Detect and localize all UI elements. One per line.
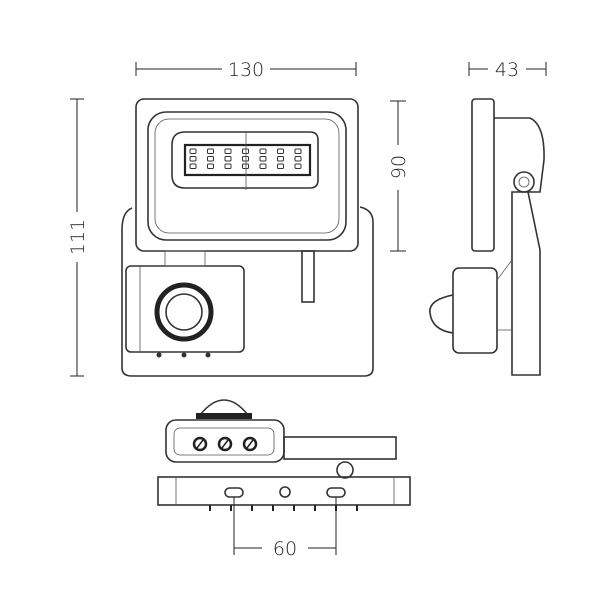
lamp-housing xyxy=(135,98,359,252)
mount-slot-left xyxy=(224,487,244,498)
side-bracket xyxy=(494,117,545,376)
led-chip xyxy=(259,148,267,154)
side-pir-dome xyxy=(429,294,454,334)
cable-gland xyxy=(336,461,354,479)
led-chip xyxy=(259,163,267,169)
led-chip xyxy=(224,163,232,169)
led-chip xyxy=(189,163,197,169)
dimension-lines: 130 43 111 90 60 xyxy=(67,59,547,560)
terminal-screw xyxy=(242,436,258,452)
mount-tab xyxy=(301,250,315,303)
led-chip xyxy=(277,163,284,169)
bottom-pir-dome xyxy=(198,399,250,416)
led-chip xyxy=(294,156,302,162)
led-chip xyxy=(207,148,214,154)
terminal-screw xyxy=(192,436,208,452)
bottom-sensor-box xyxy=(165,419,285,463)
led-chip xyxy=(242,148,249,154)
terminal-screws xyxy=(192,436,258,452)
led-chip xyxy=(242,156,249,162)
dim-lamp-height-label: 90 xyxy=(388,155,410,179)
led-chip xyxy=(207,156,214,162)
dim-mount-spacing-label: 60 xyxy=(273,538,297,560)
center-hole xyxy=(279,486,291,498)
led-board xyxy=(183,143,312,177)
led-chip xyxy=(189,148,197,154)
dim-height-label: 111 xyxy=(67,219,89,255)
led-chip xyxy=(259,156,267,162)
side-sensor-box xyxy=(452,267,498,354)
bottom-housing xyxy=(283,436,397,460)
led-chip xyxy=(294,163,302,169)
led-chip xyxy=(277,156,284,162)
dim-depth-label: 43 xyxy=(495,59,519,81)
dim-width-label: 130 xyxy=(228,59,264,81)
pir-sensor-ring xyxy=(154,282,214,342)
terminal-screw xyxy=(217,436,233,452)
led-array xyxy=(189,148,302,169)
base-plate xyxy=(157,476,411,506)
front-view xyxy=(121,98,374,377)
side-view xyxy=(429,98,545,376)
led-chip xyxy=(189,156,197,162)
led-chip xyxy=(207,163,214,169)
mount-slot-right xyxy=(326,487,346,498)
pir-lens xyxy=(165,293,203,331)
lens-frame xyxy=(147,111,347,241)
bracket-outline xyxy=(121,206,374,377)
led-chip xyxy=(242,163,249,169)
led-window xyxy=(171,131,319,189)
led-chip xyxy=(224,156,232,162)
led-chip xyxy=(224,148,232,154)
pivot-knob xyxy=(513,171,535,193)
side-housing xyxy=(471,98,495,252)
led-chip xyxy=(294,148,302,154)
bottom-view xyxy=(157,399,411,511)
led-chip xyxy=(277,148,284,154)
